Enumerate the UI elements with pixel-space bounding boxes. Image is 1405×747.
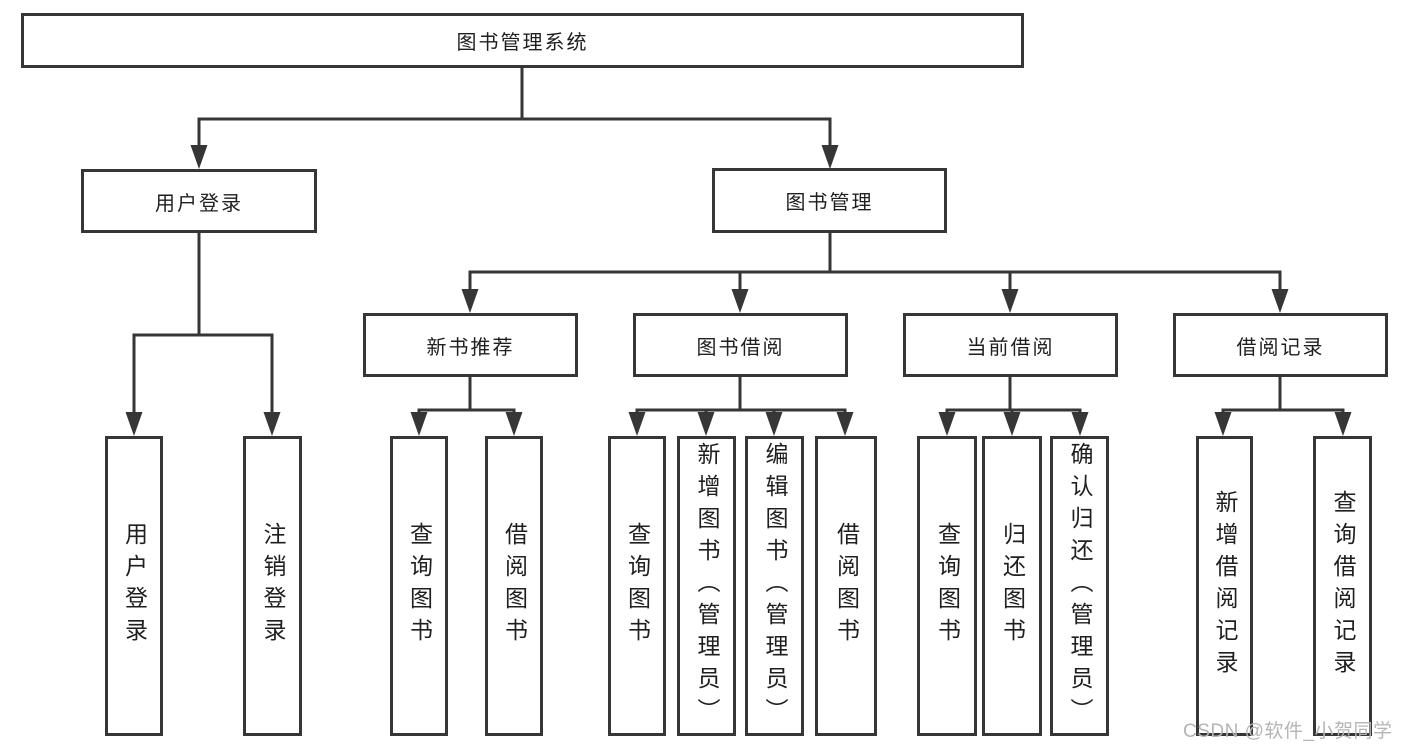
leaf-query-borrow-record: 查询借阅记录 bbox=[1313, 436, 1372, 736]
leaf-query-books-borrowing-label: 查询图书 bbox=[624, 522, 651, 650]
leaf-add-book-admin-label: 新增图书（管理员） bbox=[694, 442, 720, 730]
node-new-book-recommend-label: 新书推荐 bbox=[426, 336, 515, 359]
leaf-query-books-current: 查询图书 bbox=[917, 436, 977, 736]
leaf-logout: 注销登录 bbox=[243, 436, 302, 736]
node-user-login: 用户登录 bbox=[81, 169, 317, 233]
leaf-query-books-borrowing: 查询图书 bbox=[608, 436, 666, 736]
leaf-borrow-books-recommend: 借阅图书 bbox=[485, 436, 543, 736]
leaf-user-login-label: 用户登录 bbox=[121, 522, 148, 650]
node-book-management-label: 图书管理 bbox=[785, 192, 874, 214]
node-borrowing-records-label: 借阅记录 bbox=[1236, 336, 1325, 359]
leaf-query-books-recommend-label: 查询图书 bbox=[406, 522, 433, 650]
leaf-borrow-books: 借阅图书 bbox=[815, 436, 877, 736]
node-current-borrowing-label: 当前借阅 bbox=[966, 336, 1055, 359]
node-user-login-label: 用户登录 bbox=[155, 192, 243, 215]
leaf-edit-book-admin-label: 编辑图书（管理员） bbox=[762, 442, 788, 730]
leaf-logout-label: 注销登录 bbox=[260, 522, 286, 650]
leaf-return-books: 归还图书 bbox=[982, 436, 1042, 736]
node-book-management: 图书管理 bbox=[712, 168, 947, 233]
leaf-add-borrow-record-label: 新增借阅记录 bbox=[1212, 490, 1238, 682]
node-root-label: 图书管理系统 bbox=[456, 32, 589, 54]
node-book-borrowing-label: 图书借阅 bbox=[696, 336, 785, 359]
node-root: 图书管理系统 bbox=[21, 13, 1024, 68]
node-book-borrowing: 图书借阅 bbox=[633, 313, 848, 377]
leaf-add-borrow-record: 新增借阅记录 bbox=[1196, 436, 1253, 736]
node-borrowing-records: 借阅记录 bbox=[1173, 313, 1388, 377]
arrowheads bbox=[125, 145, 1352, 436]
node-current-borrowing: 当前借阅 bbox=[903, 313, 1118, 377]
node-new-book-recommend: 新书推荐 bbox=[363, 313, 578, 377]
leaf-confirm-return-admin: 确认归还（管理员） bbox=[1050, 436, 1109, 736]
leaf-user-login: 用户登录 bbox=[105, 436, 163, 736]
leaf-query-borrow-record-label: 查询借阅记录 bbox=[1330, 490, 1356, 682]
leaf-edit-book-admin: 编辑图书（管理员） bbox=[745, 436, 804, 736]
leaf-query-books-recommend: 查询图书 bbox=[390, 436, 448, 736]
leaf-add-book-admin: 新增图书（管理员） bbox=[677, 436, 736, 736]
leaf-confirm-return-admin-label: 确认归还（管理员） bbox=[1067, 442, 1093, 730]
csdn-watermark: CSDN @软件_小贺同学 bbox=[1183, 721, 1393, 742]
leaf-return-books-label: 归还图书 bbox=[999, 522, 1026, 650]
leaf-query-books-current-label: 查询图书 bbox=[934, 522, 961, 650]
leaf-borrow-books-recommend-label: 借阅图书 bbox=[501, 522, 528, 650]
leaf-borrow-books-label: 借阅图书 bbox=[833, 522, 860, 650]
